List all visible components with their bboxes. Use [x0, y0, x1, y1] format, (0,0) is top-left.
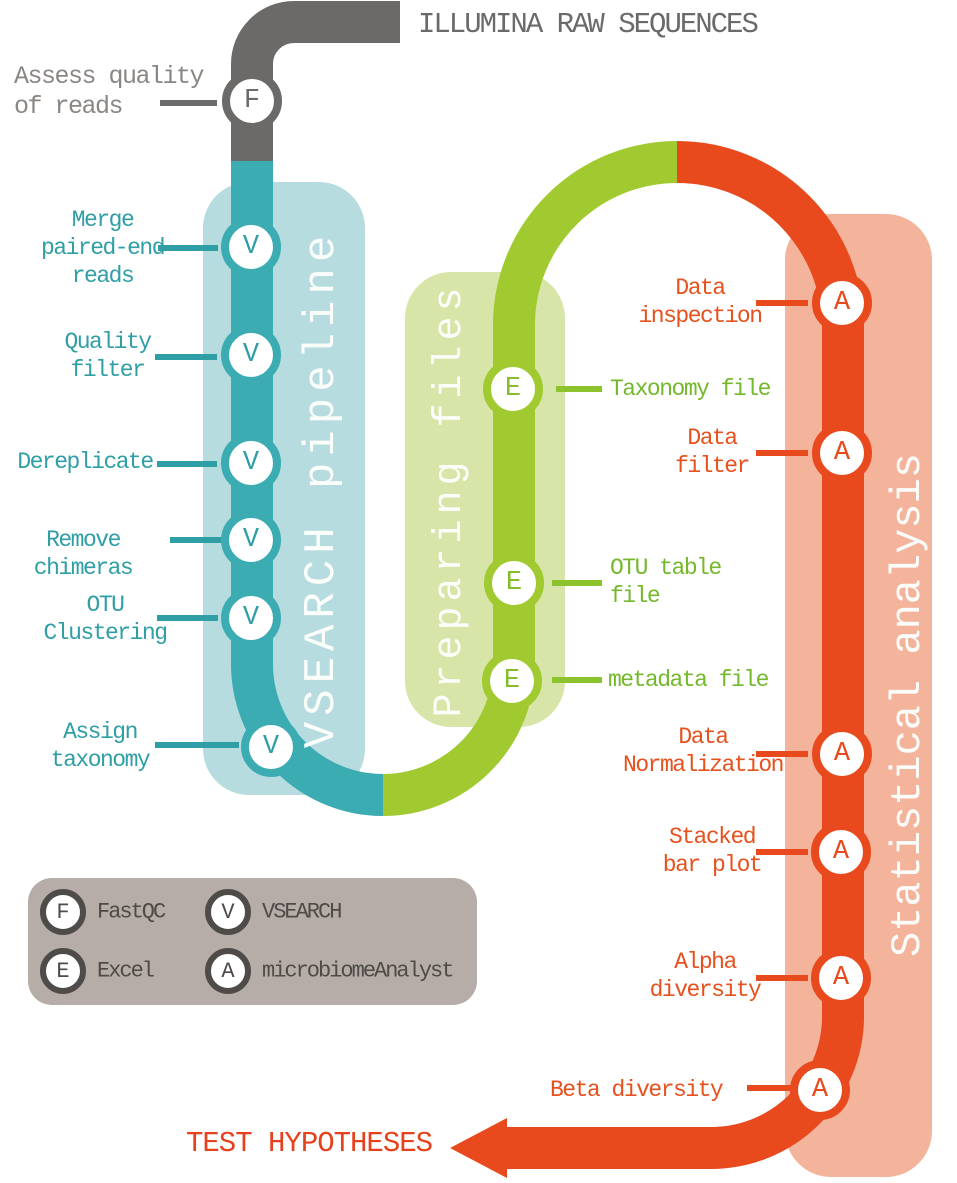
legend-letter: V — [221, 899, 235, 925]
legend-excel-label: Excel — [97, 958, 155, 984]
label-beta-diversity: Beta diversity — [550, 1077, 724, 1103]
legend-microbiomeanalyst-label: microbiomeAnalyst — [262, 958, 454, 984]
node-otu-table-file: E — [484, 553, 544, 613]
node-remove-chimeras: V — [221, 510, 281, 570]
connector-remove-chimeras — [170, 537, 226, 543]
node-alpha-diversity: A — [811, 948, 871, 1008]
node-quality-filter: V — [221, 325, 281, 385]
node-letter: A — [833, 438, 851, 468]
gray-pipe-segment — [231, 1, 400, 161]
label-otu-clustering: OTU Clustering — [43, 592, 168, 646]
connector-otu-clustering — [157, 615, 218, 621]
label-data-filter: Data filter — [675, 425, 750, 479]
node-assign-taxonomy: V — [241, 717, 301, 777]
node-taxonomy-file: E — [483, 359, 543, 419]
legend-vsearch-label: VSEARCH — [262, 899, 342, 925]
connector-quality-filter — [155, 354, 217, 360]
node-letter: A — [832, 837, 850, 867]
connector-dereplicate — [157, 461, 217, 467]
label-stacked-bar-plot: Stacked bar plot — [662, 824, 763, 878]
statistical-analysis-stage-label: Statistical analysis — [884, 452, 932, 958]
connector-data-inspection — [756, 300, 808, 306]
legend-letter: F — [56, 899, 70, 925]
node-letter: E — [503, 666, 521, 696]
connector-data-filter — [756, 450, 808, 456]
connector-assign-taxonomy — [155, 742, 239, 748]
node-data-normalization: A — [812, 724, 872, 784]
node-letter: E — [504, 374, 522, 404]
vsearch-stage-label: VSEARCH pipeline — [297, 229, 347, 749]
node-dereplicate: V — [221, 433, 281, 493]
connector-beta-diversity — [747, 1085, 791, 1091]
label-metadata-file: metadata file — [608, 667, 769, 693]
node-letter: V — [242, 448, 260, 478]
label-quality-filter: Quality filter — [64, 329, 152, 383]
node-merge-reads: V — [221, 217, 281, 277]
legend-letter: A — [221, 958, 235, 984]
label-taxonomy-file: Taxonomy file — [610, 376, 771, 402]
legend-letter: E — [56, 958, 70, 984]
node-fastqc: F — [222, 71, 282, 131]
connector-assess-quality — [160, 100, 217, 106]
preparing-files-stage-label: Preparing files — [427, 282, 473, 718]
legend-excel-icon: E — [40, 948, 86, 994]
label-assign-taxonomy: Assign taxonomy — [50, 719, 151, 773]
node-data-filter: A — [812, 423, 872, 483]
legend-fastqc-icon: F — [40, 889, 86, 935]
connector-data-normalization — [756, 751, 808, 757]
node-letter: E — [505, 568, 523, 598]
node-letter: F — [243, 86, 261, 116]
label-remove-chimeras: Remove chimeras — [33, 527, 134, 581]
node-letter: A — [832, 963, 850, 993]
connector-merge-reads — [158, 245, 218, 251]
legend-fastqc-label: FastQC — [97, 899, 166, 925]
node-otu-clustering: V — [221, 588, 281, 648]
label-alpha-diversity: Alpha diversity — [649, 949, 762, 1003]
label-otu-table-file: OTU table file — [610, 555, 722, 609]
vsearch-stage-box — [203, 182, 365, 795]
preparing-files-stage-box — [405, 272, 565, 727]
legend-box — [28, 878, 477, 1005]
node-data-inspection: A — [812, 273, 872, 333]
green-pipe-segment — [382, 141, 678, 816]
connector-otu-table-file — [552, 580, 602, 586]
label-merge-reads: Merge paired-end reads — [40, 207, 166, 289]
node-letter: V — [242, 525, 260, 555]
test-hypotheses-label: TEST HYPOTHESES — [186, 1127, 433, 1160]
label-data-inspection: Data inspection — [638, 275, 763, 329]
node-stacked-bar-plot: A — [811, 822, 871, 882]
node-letter: V — [242, 340, 260, 370]
label-dereplicate: Dereplicate — [17, 449, 154, 475]
arrow-head-icon — [450, 1118, 507, 1178]
connector-alpha-diversity — [756, 975, 808, 981]
connector-stacked-bar-plot — [756, 849, 808, 855]
node-letter: V — [262, 732, 280, 762]
node-letter: V — [242, 232, 260, 262]
label-assess-quality: Assess quality of reads — [14, 62, 205, 121]
node-letter: A — [833, 288, 851, 318]
node-letter: V — [242, 603, 260, 633]
node-metadata-file: E — [482, 651, 542, 711]
connector-metadata-file — [552, 677, 602, 683]
legend-vsearch-icon: V — [205, 889, 251, 935]
node-letter: A — [833, 739, 851, 769]
node-beta-diversity: A — [790, 1060, 850, 1120]
node-letter: A — [811, 1075, 829, 1105]
legend-microbiomeanalyst-icon: A — [205, 948, 251, 994]
page-title: ILLUMINA RAW SEQUENCES — [418, 8, 759, 41]
connector-taxonomy-file — [556, 386, 602, 392]
